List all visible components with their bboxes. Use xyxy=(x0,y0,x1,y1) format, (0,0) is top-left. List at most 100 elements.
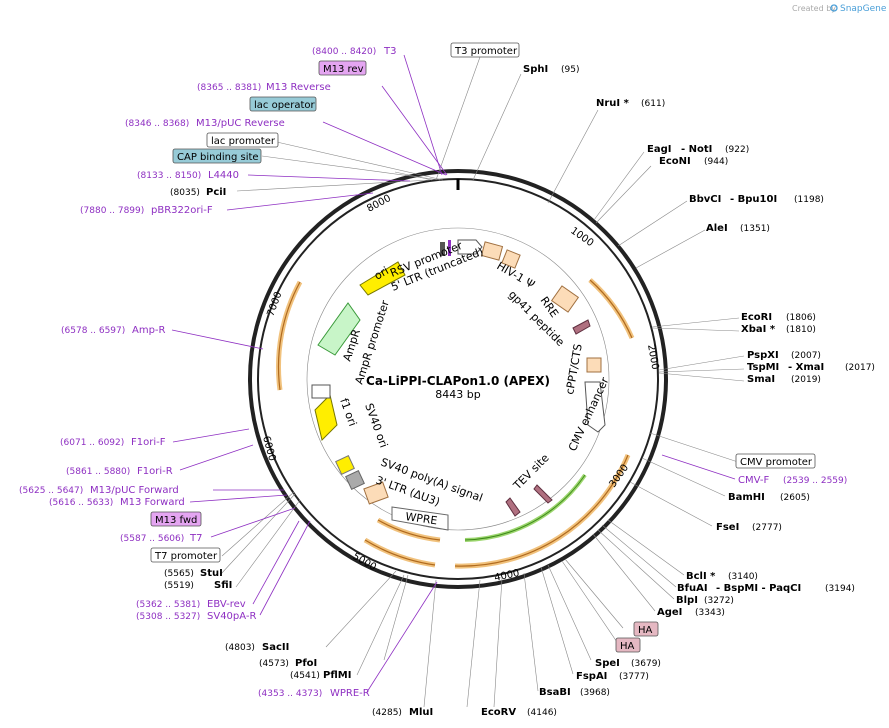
site-ecori: EcoRI xyxy=(741,312,772,323)
primer-ebvrev: EBV-rev xyxy=(207,599,246,610)
rsv-arrow xyxy=(457,239,483,255)
site-econi-pos: (944) xyxy=(704,157,728,167)
site-fsei-pos: (2777) xyxy=(752,523,782,533)
primer-l4440-range: (8133 .. 8150) xyxy=(137,171,201,181)
site-bpu10i: - Bpu10I xyxy=(730,194,777,205)
site-sfii: SfiI xyxy=(214,580,232,591)
site-xbai: XbaI * xyxy=(741,324,776,335)
site-smai-pos: (2019) xyxy=(791,375,821,385)
brand-name: SnapGene xyxy=(840,4,887,14)
primer-f1orif-range: (6071 .. 6092) xyxy=(60,438,124,448)
sv40ori-box xyxy=(335,455,355,475)
t7-promoter-label: T7 promoter xyxy=(154,551,218,562)
primer-l4440: L4440 xyxy=(208,170,239,181)
site-xmai: - XmaI xyxy=(788,362,824,373)
site-pflmi-pos: (4541) xyxy=(290,671,320,681)
psi-box xyxy=(480,241,504,261)
cppt-box xyxy=(586,357,602,373)
site-agei-pos: (3343) xyxy=(695,608,725,618)
primer-f1orif: F1ori-F xyxy=(131,437,166,448)
rre-box xyxy=(550,285,580,313)
site-alei: AleI xyxy=(706,223,728,234)
primer-wprer-range: (4353 .. 4373) xyxy=(258,689,322,699)
wpre-label: WPRE xyxy=(405,510,439,527)
primer-leaders xyxy=(171,54,736,693)
site-blpi: BlpI xyxy=(676,595,698,606)
site-blpi-pos: (3272) xyxy=(704,596,734,606)
site-bspmi: - BspMI - PaqCI xyxy=(716,583,801,594)
site-spei: SpeI xyxy=(595,658,620,669)
feature-arc xyxy=(588,278,635,340)
cmv-enh-arrow xyxy=(584,381,606,433)
primer-f1orir-range: (5861 .. 5880) xyxy=(66,467,130,477)
cppt-label: cPPT/CTS xyxy=(563,343,585,396)
t3-promoter-box xyxy=(450,42,520,58)
tick-5000: 5000 xyxy=(351,551,379,573)
site-nrui-pos: (611) xyxy=(641,99,665,109)
primer-wprer: WPRE-R xyxy=(330,688,370,699)
site-nrui: NruI * xyxy=(596,98,630,109)
f1ori-label: f1 ori xyxy=(337,397,359,428)
tick-2000: 2000 xyxy=(645,344,660,371)
primer-t7: T7 xyxy=(189,533,202,544)
site-bamhi: BamHI xyxy=(728,492,765,503)
ori-label: ori xyxy=(372,264,391,282)
site-smai: SmaI xyxy=(747,374,775,385)
site-stui: StuI xyxy=(200,568,223,579)
primer-m13fwd: M13 Forward xyxy=(120,497,185,508)
site-pspxi-pos: (2007) xyxy=(791,351,821,361)
site-mlui-pos: (4285) xyxy=(372,708,402,718)
site-fspai: FspAI xyxy=(576,671,607,682)
tev-box xyxy=(533,484,553,504)
ampr-arrow xyxy=(317,302,361,356)
site-tspmi: TspMI xyxy=(747,362,779,373)
primer-pbr322-range: (7880 .. 7899) xyxy=(80,206,144,216)
primer-m13fwd-range: (5616 .. 5633) xyxy=(49,498,113,508)
t3-promoter-label: T3 promoter xyxy=(454,46,518,57)
feature-arc-2 xyxy=(454,454,631,569)
t7-promoter-box xyxy=(150,547,221,563)
m13-fwd-box xyxy=(150,511,202,527)
primer-cmvf: CMV-F xyxy=(738,475,769,486)
site-stui-pos: (5565) xyxy=(164,569,194,579)
site-spei-pos: (3679) xyxy=(631,659,661,669)
site-bfuai: BfuAI xyxy=(677,583,708,594)
primer-m13rev-range: (8365 .. 8381) xyxy=(197,83,261,93)
ha-label-2: HA xyxy=(620,641,635,652)
leader-lines-left xyxy=(220,56,481,708)
lac-promoter-box xyxy=(206,132,279,148)
primer-marker xyxy=(448,240,451,256)
site-ecori-pos: (1806) xyxy=(786,313,816,323)
site-bcli: BclI * xyxy=(686,571,716,582)
sv40pa-box xyxy=(345,470,365,490)
cmv-promoter-label: CMV promoter xyxy=(740,457,813,468)
site-mlui: MluI xyxy=(409,707,433,718)
primer-cmvf-range: (2539 .. 2559) xyxy=(783,476,847,486)
rre-small-box xyxy=(501,249,521,269)
site-sphi: SphI xyxy=(523,64,548,75)
cmv-promoter-box xyxy=(735,453,816,469)
m13-fwd-label: M13 fwd xyxy=(155,515,197,526)
primer-pbr322: pBR322ori-F xyxy=(151,205,213,216)
cap-site-label: CAP binding site xyxy=(177,152,259,163)
primer-m13puc-fwd: M13/pUC Forward xyxy=(90,485,179,496)
ha-label-1: HA xyxy=(638,625,653,636)
site-bsabi: BsaBI xyxy=(539,687,571,698)
site-bbvci: BbvCI xyxy=(689,194,721,205)
ha-box-2 xyxy=(615,637,641,653)
site-pflmi: PflMI xyxy=(323,670,351,681)
site-alei-pos: (1351) xyxy=(740,224,770,234)
m13-rev-box xyxy=(318,60,367,76)
site-sphi-pos: (95) xyxy=(561,65,579,75)
site-noti: - NotI xyxy=(681,144,712,155)
site-bamhi-pos: (2605) xyxy=(780,493,810,503)
credit-text: Created by xyxy=(792,4,836,13)
primer-t7-range: (5587 .. 5606) xyxy=(120,534,184,544)
ltr3-box xyxy=(363,481,389,505)
site-xbai-pos: (1810) xyxy=(786,325,816,335)
site-bbvci-pos: (1198) xyxy=(794,195,824,205)
inner-ring xyxy=(306,227,610,531)
f1ori-arrow xyxy=(314,394,338,441)
primer-t3: T3 xyxy=(383,46,396,57)
t3-marker xyxy=(440,242,445,256)
